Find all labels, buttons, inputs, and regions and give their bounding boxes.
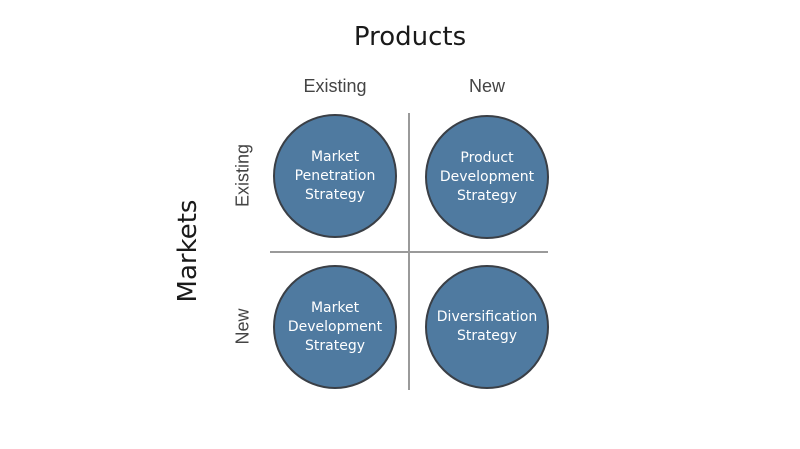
- vertical-divider: [408, 113, 410, 390]
- quadrant-diversification: Diversification Strategy: [425, 265, 549, 389]
- column-label-existing: Existing: [303, 76, 367, 96]
- products-axis-title: Products: [353, 22, 467, 52]
- markets-axis-title: Markets: [173, 199, 203, 303]
- quadrant-label: Market Development Strategy: [287, 299, 383, 354]
- quadrant-label: Market Penetration Strategy: [294, 148, 376, 203]
- quadrant-market-penetration: Market Penetration Strategy: [273, 114, 397, 238]
- quadrant-label: Diversification Strategy: [436, 309, 538, 344]
- row-label-existing: Existing: [232, 143, 253, 208]
- quadrant-label: Product Development Strategy: [439, 149, 535, 204]
- quadrant-market-development: Market Development Strategy: [273, 265, 397, 389]
- column-label-new: New: [468, 76, 505, 96]
- row-label-new: New: [232, 308, 253, 345]
- quadrant-product-development: Product Development Strategy: [425, 115, 549, 239]
